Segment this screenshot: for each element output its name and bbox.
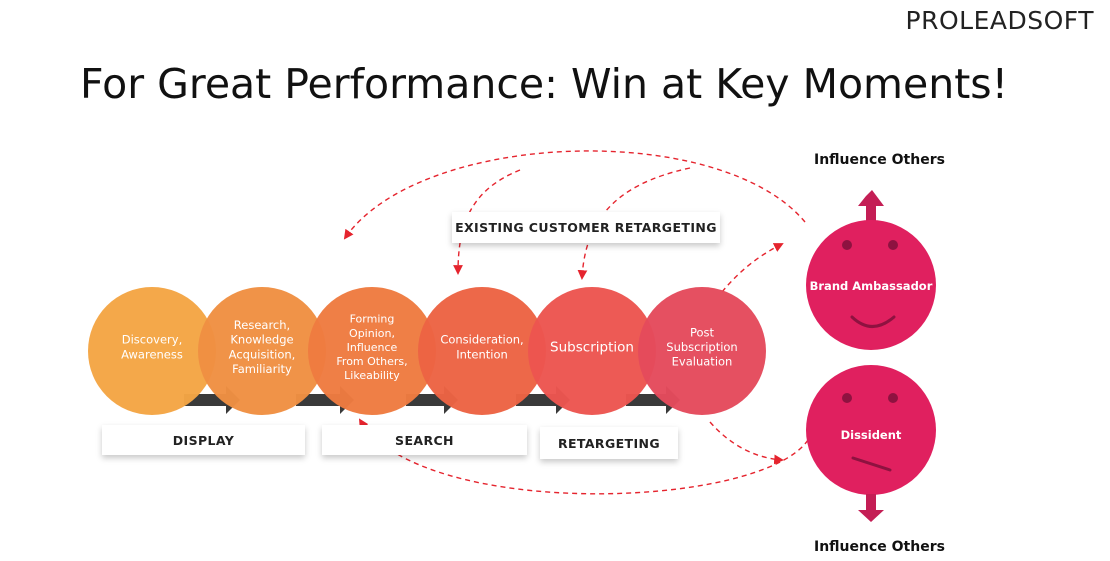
existing-to-consideration-arrow (453, 169, 521, 275)
down-arrow-icon (858, 494, 884, 522)
stage-6-text-line: Post (690, 325, 715, 339)
influence-others-top: Influence Others (814, 152, 945, 168)
existing-customer-retargeting-label: EXISTING CUSTOMER RETARGETING (452, 212, 720, 243)
ambassador-smile (850, 315, 896, 328)
dissident-eye-left (842, 393, 852, 403)
stage-2-text-line: Knowledge (230, 333, 293, 347)
dissident-label: Dissident (841, 428, 902, 442)
stage-2-text-line: Familiarity (232, 362, 292, 376)
influence-others-bottom: Influence Others (814, 539, 945, 555)
dashed-connectors (343, 150, 809, 495)
loop-back-arc-top (343, 150, 806, 240)
search-label: SEARCH (322, 425, 527, 455)
stage-circle-4 (418, 287, 546, 415)
display-label: DISPLAY (102, 425, 305, 455)
evaluation-to-ambassador-arrow (721, 243, 784, 293)
stage-1-text-line: Discovery, (122, 333, 182, 347)
stage-2-text-line: Research, (234, 318, 290, 332)
stage-1-text-line: Awareness (121, 347, 183, 361)
stage-3-text-line: From Others, (336, 355, 407, 368)
ambassador-label: Brand Ambassador (810, 279, 933, 293)
dissident-mouth (851, 456, 892, 472)
stage-3-text-line: Forming (350, 313, 395, 326)
stage-2-text-line: Acquisition, (229, 347, 296, 361)
stage-6-text-line: Evaluation (672, 355, 733, 369)
stage-circle-6 (638, 287, 766, 415)
brand-logo: PROLEADSOFT (905, 6, 1094, 35)
stage-3-text-line: Likeability (344, 369, 400, 382)
stage-circle-2 (198, 287, 326, 415)
up-arrow-icon (858, 190, 884, 232)
dissident-face: Dissident (806, 365, 936, 522)
evaluation-to-dissident-arrow (709, 421, 784, 465)
stage-circle-3 (308, 287, 436, 415)
dissident-eye-right (888, 393, 898, 403)
stage-3-text-line: Influence (347, 341, 398, 354)
page-title: For Great Performance: Win at Key Moment… (80, 60, 1009, 108)
existing-to-subscription-arrow (577, 167, 691, 280)
stage-6-text-line: Subscription (666, 340, 737, 354)
stage-circles: Discovery,Awareness Research,KnowledgeAcq… (88, 287, 766, 415)
ambassador-eye-left (842, 240, 852, 250)
stage-circle-5 (528, 287, 656, 415)
stage-circle-1 (88, 287, 216, 415)
retargeting-label: RETARGETING (540, 427, 678, 459)
ambassador-eye-right (888, 240, 898, 250)
progression-arrow-2 (296, 386, 354, 414)
stage-5-text-line: Subscription (550, 340, 634, 356)
brand-ambassador-face: Brand Ambassador (806, 190, 936, 350)
stage-3-text-line: Opinion, (349, 327, 395, 340)
loop-back-arc-bottom (358, 418, 809, 495)
stage-4-text-line: Consideration, (440, 333, 523, 347)
stage-4-text-line: Intention (456, 347, 508, 361)
